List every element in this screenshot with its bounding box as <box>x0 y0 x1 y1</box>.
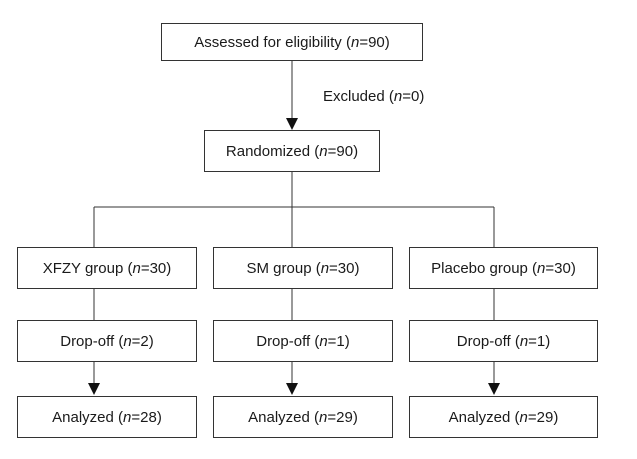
sm-dropoff-box: Drop-off (n=1) <box>213 320 393 362</box>
sm-analyzed-n-symbol: n <box>319 408 328 426</box>
placebo-group-label: Placebo group ( <box>431 259 538 277</box>
placebo-group-n-symbol: n <box>537 259 546 277</box>
sm-dropoff-n-symbol: n <box>319 332 328 350</box>
xfzy-analyzed-count: =28) <box>131 408 162 426</box>
randomized-n-symbol: n <box>319 142 328 160</box>
xfzy-dropoff-n-symbol: n <box>123 332 132 350</box>
xfzy-dropoff-label: Drop-off ( <box>60 332 124 350</box>
excluded-text: Excluded ( <box>323 88 394 105</box>
sm-dropoff-label: Drop-off ( <box>256 332 320 350</box>
arrowhead-to-randomized <box>286 118 298 130</box>
xfzy-group-n-symbol: n <box>132 259 141 277</box>
placebo-group-count: =30) <box>545 259 576 277</box>
placebo-dropoff-n-symbol: n <box>519 332 529 350</box>
sm-group-count: =30) <box>329 259 360 277</box>
placebo-dropoff-label: Drop-off ( <box>456 332 520 350</box>
excluded-count: =0) <box>402 88 425 105</box>
sm-dropoff-count: =1) <box>327 332 350 350</box>
randomized-label: Randomized ( <box>225 142 320 160</box>
placebo-analyzed-count: =29) <box>527 408 559 426</box>
randomized-count: =90) <box>327 142 359 160</box>
placebo-analyzed-box: Analyzed (n=29) <box>409 396 598 438</box>
placebo-dropoff-count: =1) <box>528 332 551 350</box>
xfzy-dropoff-box: Drop-off (n=2) <box>17 320 197 362</box>
xfzy-analyzed-n-symbol: n <box>123 408 132 426</box>
sm-group-n-symbol: n <box>320 259 330 277</box>
xfzy-group-label: XFZY group ( <box>42 259 133 277</box>
sm-group-label: SM group ( <box>246 259 321 277</box>
xfzy-group-count: =30) <box>140 259 172 277</box>
assessed-count: =90) <box>359 33 390 51</box>
xfzy-analyzed-label: Analyzed ( <box>52 408 124 426</box>
arrowhead-placebo-analyzed <box>488 383 500 395</box>
placebo-dropoff-box: Drop-off (n=1) <box>409 320 598 362</box>
sm-analyzed-box: Analyzed (n=29) <box>213 396 393 438</box>
xfzy-dropoff-count: =2) <box>131 332 154 350</box>
randomized-box: Randomized (n=90) <box>204 130 380 172</box>
excluded-n-symbol: n <box>393 88 403 105</box>
xfzy-group-box: XFZY group (n=30) <box>17 247 197 289</box>
sm-analyzed-label: Analyzed ( <box>248 408 320 426</box>
assessed-label: Assessed for eligibility ( <box>194 33 351 51</box>
arrowhead-sm-analyzed <box>286 383 298 395</box>
placebo-analyzed-label: Analyzed ( <box>448 408 520 426</box>
assessed-box: Assessed for eligibility (n=90) <box>161 23 423 61</box>
sm-analyzed-count: =29) <box>327 408 358 426</box>
sm-group-box: SM group (n=30) <box>213 247 393 289</box>
excluded-label: Excluded (n=0) <box>323 88 424 105</box>
placebo-group-box: Placebo group (n=30) <box>409 247 598 289</box>
assessed-n-symbol: n <box>350 33 360 51</box>
placebo-analyzed-n-symbol: n <box>519 408 528 426</box>
xfzy-analyzed-box: Analyzed (n=28) <box>17 396 197 438</box>
arrowhead-xfzy-analyzed <box>88 383 100 395</box>
